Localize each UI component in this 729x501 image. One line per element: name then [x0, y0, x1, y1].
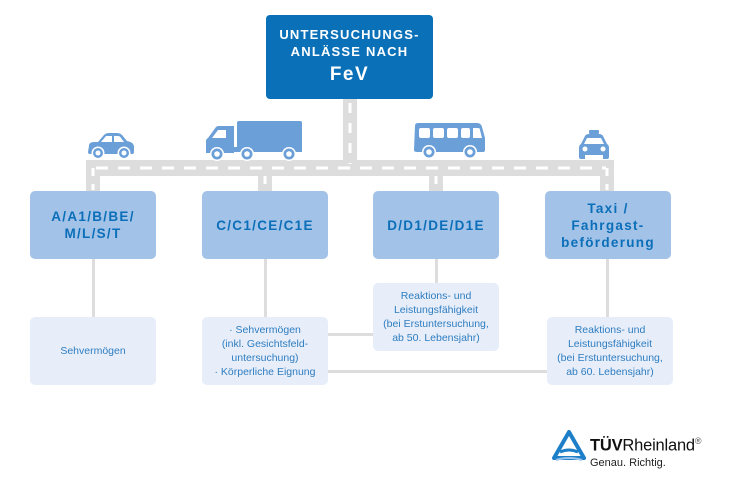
tuv-logo-icon	[552, 430, 586, 461]
connector-c-to-taxi	[325, 370, 548, 373]
title-line-1: UNTERSUCHUNGS-	[279, 27, 420, 42]
category-line: beförderung	[561, 234, 655, 250]
requirement-line: · Körperliche Eignung	[214, 366, 316, 378]
requirement-box-d: Reaktions- und Leistungsfähigkeit (bei E…	[373, 283, 499, 351]
requirement-line: Leistungsfähigkeit	[393, 304, 479, 316]
truck-icon	[206, 121, 302, 161]
category-box-c: C/C1/CE/C1E	[202, 191, 328, 259]
category-box-taxi: Taxi / Fahrgast- beförderung	[545, 191, 671, 259]
requirement-box-taxi: Reaktions- und Leistungsfähigkeit (bei E…	[547, 317, 673, 385]
category-box-d: D/D1/DE/D1E	[373, 191, 499, 259]
connector-4	[606, 258, 609, 318]
category-line: M/L/S/T	[64, 226, 122, 241]
requirement-line: untersuchung)	[231, 352, 299, 364]
requirement-line: ab 50. Lebensjahr)	[392, 332, 480, 344]
category-box-a: A/A1/B/BE/ M/L/S/T	[30, 191, 156, 259]
car-icon	[88, 133, 134, 160]
title-box: UNTERSUCHUNGS- ANLÄSSE NACH FeV	[266, 15, 433, 99]
category-line: D/D1/DE/D1E	[387, 217, 485, 233]
requirement-line: Leistungsfähigkeit	[567, 338, 653, 350]
connector-c-to-d	[325, 333, 373, 336]
logo-registered: ®	[694, 436, 702, 446]
bus-icon	[414, 123, 485, 159]
logo-brand-regular: Rheinland	[622, 436, 695, 455]
requirement-line: (inkl. Gesichtsfeld-	[221, 338, 309, 350]
connector-3	[435, 258, 438, 284]
requirement-line: Reaktions- und	[574, 324, 646, 336]
requirement-line: ab 60. Lebensjahr)	[566, 366, 654, 378]
requirement-box-c: · Sehvermögen (inkl. Gesichtsfeld- unter…	[202, 317, 328, 385]
title-line-3: FeV	[329, 64, 370, 85]
requirement-line: (bei Erstuntersuchung,	[557, 352, 663, 364]
category-line: A/A1/B/BE/	[51, 209, 135, 224]
requirement-line: · Sehvermögen	[229, 324, 301, 336]
taxi-icon	[579, 130, 609, 159]
connector-1	[92, 258, 95, 318]
requirement-line: Reaktions- und	[400, 290, 472, 302]
logo-wordmark: TÜVRheinland®	[590, 436, 702, 455]
connector-2	[264, 258, 267, 318]
requirement-box-a: Sehvermögen	[30, 317, 156, 385]
requirement-line: Sehvermögen	[60, 345, 126, 357]
road-vertical-main	[343, 99, 357, 169]
category-line: Taxi /	[587, 200, 629, 216]
category-line: Fahrgast-	[571, 217, 645, 233]
category-line: C/C1/CE/C1E	[216, 217, 314, 233]
logo-tagline: Genau. Richtig.	[590, 457, 666, 469]
requirement-line: (bei Erstuntersuchung,	[383, 318, 489, 330]
logo-brand-bold: TÜV	[590, 436, 623, 455]
title-line-2: ANLÄSSE NACH	[290, 44, 409, 59]
